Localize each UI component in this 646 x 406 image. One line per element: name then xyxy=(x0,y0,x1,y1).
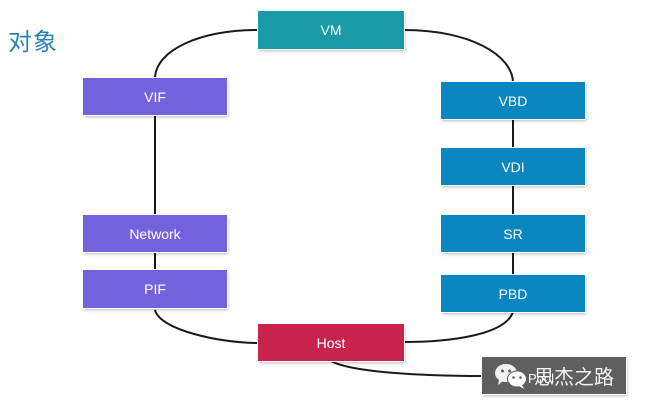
node-pool[interactable]: Pool xyxy=(482,357,626,394)
edge-host-pool xyxy=(330,360,483,377)
node-network[interactable]: Network xyxy=(83,215,227,252)
edge-pbd-host xyxy=(403,311,514,343)
node-pif-label: PIF xyxy=(144,281,166,297)
edge-vm-vif xyxy=(154,29,259,79)
node-vm-label: VM xyxy=(320,22,342,38)
node-vif-label: VIF xyxy=(144,88,166,105)
node-pbd[interactable]: PBD xyxy=(441,275,585,312)
edge-vm-vbd xyxy=(403,29,514,83)
node-vbd-label: VBD xyxy=(498,92,528,109)
node-sr-label: SR xyxy=(503,225,523,242)
slide-title: 对象 xyxy=(8,28,58,56)
node-pif[interactable]: PIF xyxy=(83,270,227,308)
node-pbd-label: PBD xyxy=(498,285,528,302)
node-host[interactable]: Host xyxy=(258,324,404,361)
node-host-label: Host xyxy=(316,334,346,351)
node-vif[interactable]: VIF xyxy=(83,78,227,115)
node-vbd[interactable]: VBD xyxy=(441,82,585,119)
node-vdi-label: VDI xyxy=(501,158,525,175)
node-vdi[interactable]: VDI xyxy=(441,148,585,185)
node-network-label: Network xyxy=(129,225,181,242)
node-sr[interactable]: SR xyxy=(441,215,585,252)
node-pool-label: Pool xyxy=(527,371,555,386)
node-vm[interactable]: VM xyxy=(258,11,404,49)
edge-pif-host xyxy=(154,309,259,344)
